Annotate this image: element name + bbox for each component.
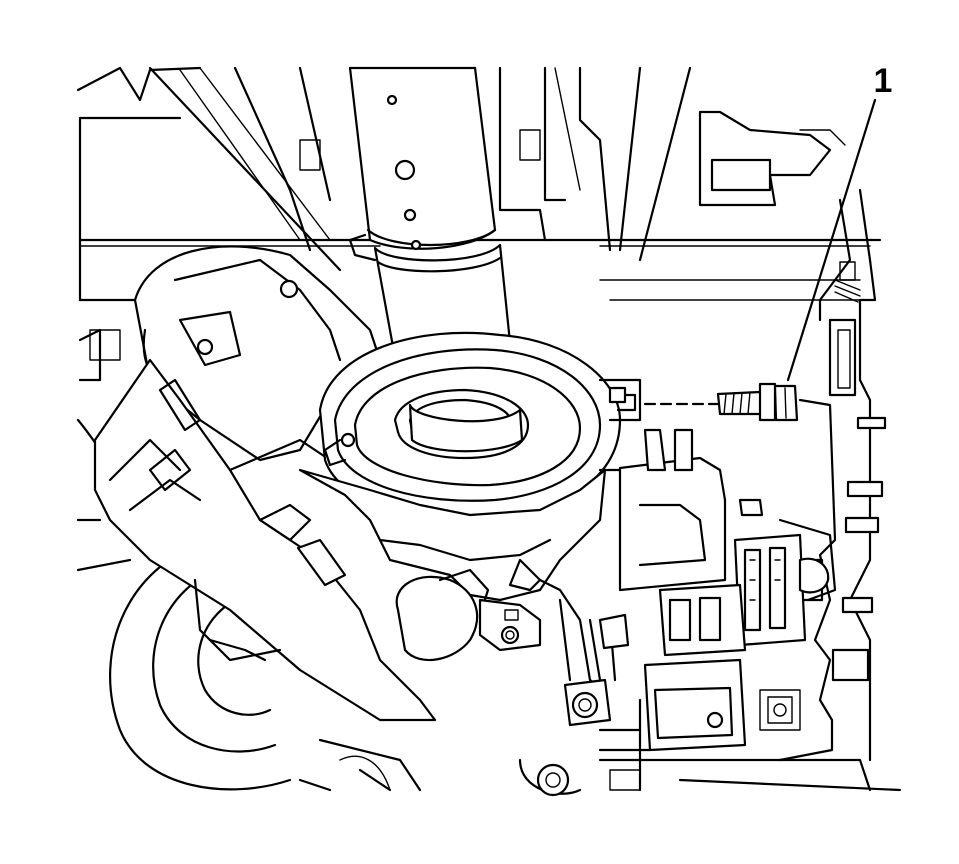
lower-wheel-assembly — [76, 328, 422, 792]
lower-bracket-connectors — [518, 428, 830, 797]
column-shroud-housing — [93, 245, 437, 722]
callout-label-1: 1 — [874, 62, 893, 100]
callout-leader-line — [786, 98, 877, 382]
switch-assembly — [298, 468, 607, 692]
background-structure — [76, 66, 902, 792]
bolt-part — [643, 382, 799, 422]
callout-1: 1 — [786, 62, 893, 382]
clock-spring-coil — [318, 331, 642, 522]
